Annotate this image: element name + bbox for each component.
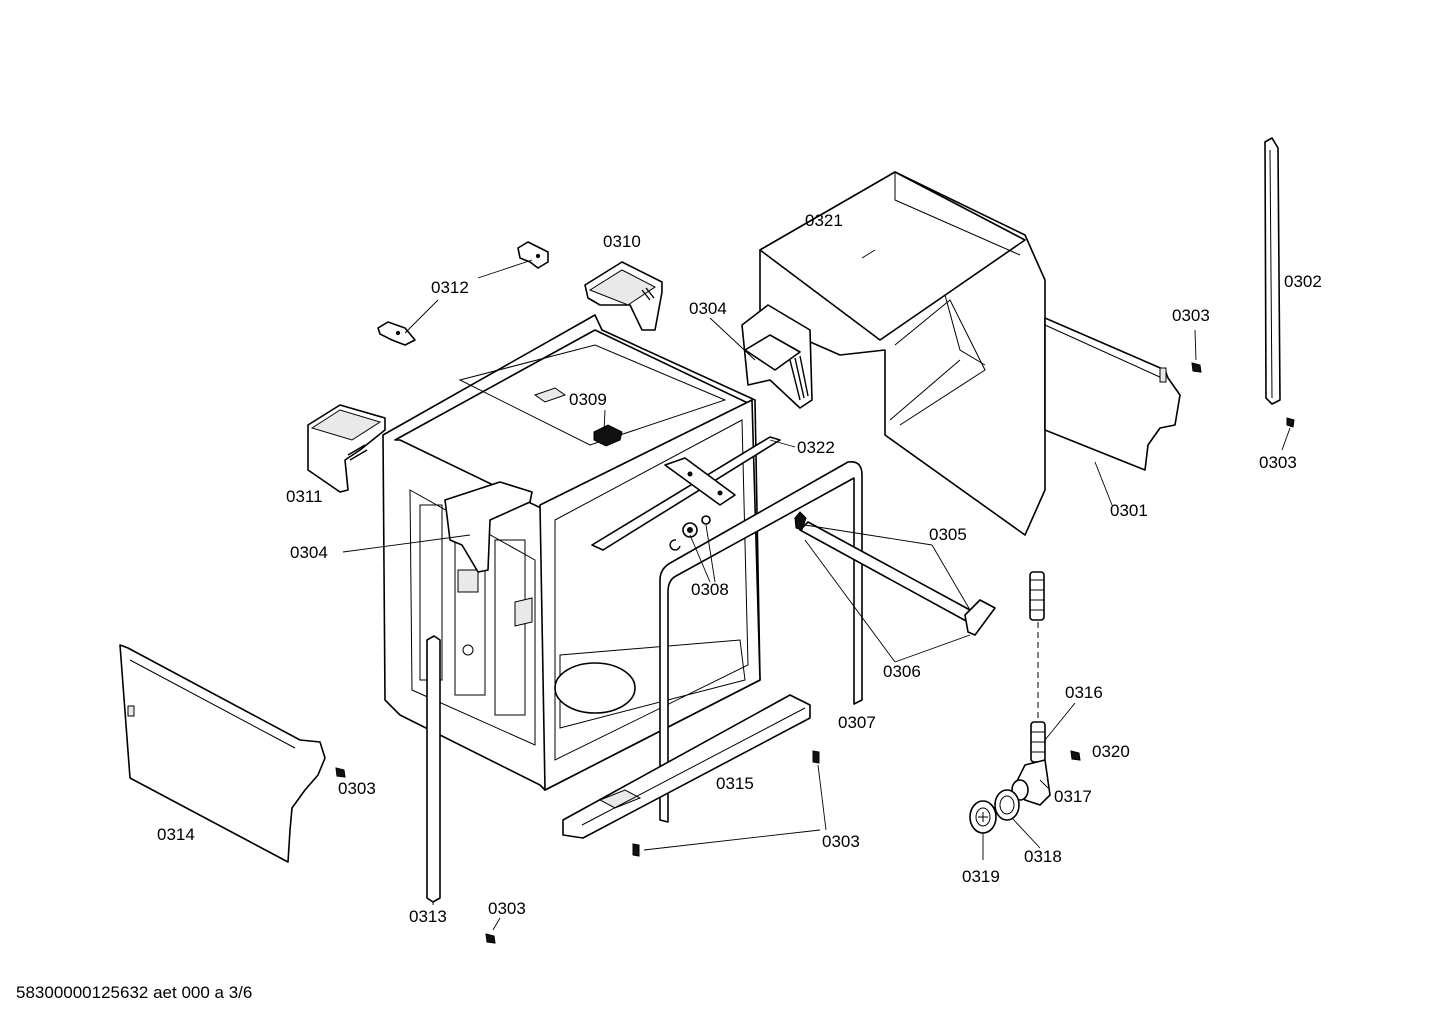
label-0304-lower: 0304 xyxy=(290,543,328,562)
label-0301: 0301 xyxy=(1110,501,1148,520)
part-0321-rear-cover xyxy=(759,171,1046,536)
part-0310-corner-bracket xyxy=(584,261,663,331)
label-0318: 0318 xyxy=(1024,847,1062,866)
part-labels: 0321 0310 0312 0304 0302 0303 0309 0322 … xyxy=(157,211,1322,926)
part-0308-fittings xyxy=(669,515,711,551)
part-0318-nut xyxy=(994,789,1020,821)
part-0313-vertical-seal xyxy=(426,635,441,903)
label-0313: 0313 xyxy=(409,907,447,926)
label-0303-right-upper: 0303 xyxy=(1172,306,1210,325)
label-0316: 0316 xyxy=(1065,683,1103,702)
screw-parts xyxy=(335,362,1295,944)
label-0317: 0317 xyxy=(1054,787,1092,806)
document-id-footer: 58300000125632 aet 000 a 3/6 xyxy=(16,983,252,1002)
part-0322-rail xyxy=(591,436,781,551)
label-0309: 0309 xyxy=(569,390,607,409)
label-0312: 0312 xyxy=(431,278,469,297)
label-0303-left: 0303 xyxy=(338,779,376,798)
label-0302: 0302 xyxy=(1284,272,1322,291)
label-0303-bottom: 0303 xyxy=(488,899,526,918)
part-0314-kick-panel xyxy=(119,644,326,863)
part-0315-plinth-strip xyxy=(562,694,811,839)
leader-lines xyxy=(342,249,1291,931)
label-0307: 0307 xyxy=(838,713,876,732)
label-0304-upper: 0304 xyxy=(689,299,727,318)
label-0311: 0311 xyxy=(286,487,323,506)
part-0304-upper-bracket xyxy=(741,304,813,409)
label-0308: 0308 xyxy=(691,580,729,599)
label-0303-far-right: 0303 xyxy=(1259,453,1297,472)
label-0321: 0321 xyxy=(805,211,843,230)
part-0312-hinge-brackets xyxy=(377,241,549,346)
label-0303-center: 0303 xyxy=(822,832,860,851)
label-0314: 0314 xyxy=(157,825,195,844)
part-0319-cap xyxy=(969,800,997,834)
label-0319: 0319 xyxy=(962,867,1000,886)
label-0315: 0315 xyxy=(716,774,754,793)
part-0309-clip xyxy=(593,424,623,447)
label-0305: 0305 xyxy=(929,525,967,544)
part-0302-vertical-strip xyxy=(1264,137,1281,405)
part-0304-lower-bracket xyxy=(444,481,533,573)
label-0322: 0322 xyxy=(797,438,835,457)
label-0320: 0320 xyxy=(1092,742,1130,761)
part-0316-hose xyxy=(1029,571,1046,763)
label-0306: 0306 xyxy=(883,662,921,681)
label-0310: 0310 xyxy=(603,232,641,251)
part-0311-side-bracket xyxy=(307,404,386,493)
part-0301-side-panel xyxy=(1044,317,1181,471)
